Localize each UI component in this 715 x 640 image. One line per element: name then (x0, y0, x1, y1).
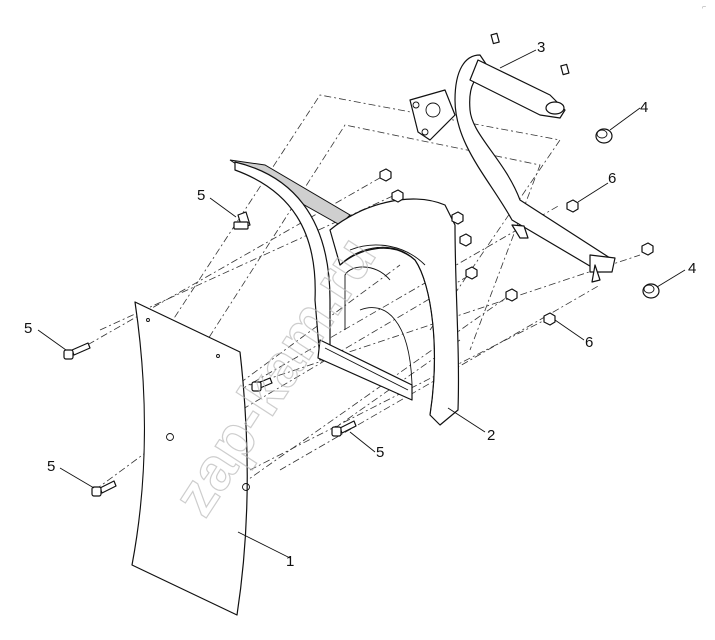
part-4-end-caps (595, 128, 660, 299)
callout-4-top: 4 (640, 99, 648, 116)
callout-2: 2 (487, 427, 495, 444)
callout-5-bottom: 5 (376, 444, 384, 461)
callout-5-left: 5 (24, 320, 32, 337)
part-5-bolts (63, 211, 357, 497)
callout-leader-lines (37, 49, 686, 559)
callout-4-right: 4 (688, 260, 696, 277)
callout-6-bottom: 6 (585, 334, 593, 351)
part-1-mudflap (131, 301, 250, 616)
corner-mark: ⌐ (702, 4, 706, 11)
callout-5-bottom-left: 5 (47, 458, 55, 475)
part-6-nuts (379, 168, 654, 326)
part-2-mudguard-bracket (229, 159, 460, 426)
callout-6-top: 6 (608, 170, 616, 187)
part-3-support-arm (409, 32, 616, 283)
callout-labels: 1 2 3 4 4 5 5 5 5 6 6 (24, 39, 696, 570)
callout-3: 3 (537, 39, 545, 56)
callout-5-top: 5 (197, 187, 205, 204)
callout-1: 1 (286, 553, 294, 570)
